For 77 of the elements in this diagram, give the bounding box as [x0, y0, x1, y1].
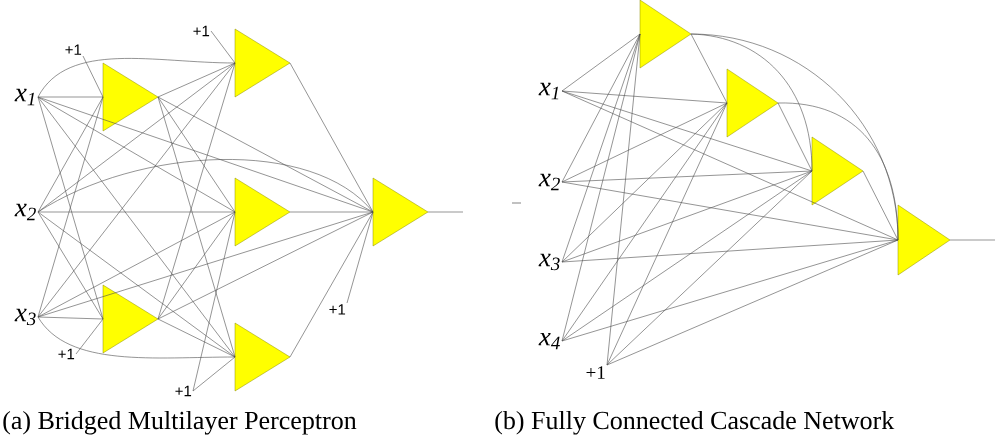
connection-line: [157, 96, 236, 213]
neuron-triangle: [726, 68, 779, 138]
bias-label: +1: [58, 348, 75, 360]
bias-label: +1: [175, 385, 192, 397]
connection-line: [561, 239, 899, 263]
connection-line: [157, 96, 374, 213]
connection-line: [606, 102, 728, 366]
connection-line: [75, 318, 104, 355]
input-label: x$_{3}$: [538, 253, 560, 271]
connection-line: [289, 62, 374, 213]
input-label: x$_{2}$: [14, 203, 36, 221]
connection-line: [157, 211, 374, 320]
connection-line: [37, 211, 104, 320]
connection-line: [192, 356, 236, 392]
connection-line: [37, 62, 236, 318]
connection-line: [289, 211, 374, 358]
connection-line: [192, 211, 236, 392]
connection-line: [157, 96, 236, 358]
connection-line: [561, 170, 813, 183]
connection-line: [37, 211, 236, 213]
connection-line: [561, 33, 641, 263]
bias-label: +1: [586, 366, 605, 379]
input-label: x$_{2}$: [538, 173, 560, 191]
bias-label: +1: [193, 25, 210, 37]
neuron-triangle: [372, 177, 429, 247]
connection-line: [561, 170, 813, 342]
connection-line: [561, 90, 728, 104]
connection-line: [561, 33, 641, 183]
connection-line: [37, 316, 104, 320]
neuron-triangle: [639, 0, 692, 69]
neuron-triangle: [234, 322, 291, 392]
caption: (a) Bridged Multilayer Perceptron: [3, 410, 357, 435]
connection-line: [561, 170, 813, 263]
bias-label: +1: [65, 44, 82, 55]
caption: (b) Fully Connected Cascade Network: [495, 410, 895, 435]
connection-line: [777, 102, 899, 241]
input-label: x$_{1}$: [14, 88, 35, 106]
output-line: [427, 211, 464, 213]
connection-line: [82, 55, 104, 98]
neuron-triangle: [234, 28, 291, 98]
connection-line: [561, 102, 728, 263]
connection-line: [37, 159, 374, 213]
input-label: x$_{4}$: [538, 332, 560, 350]
connection-line: [157, 211, 236, 320]
connection-line: [561, 102, 728, 342]
neuron-triangle: [102, 284, 159, 354]
neuron-triangle: [811, 136, 864, 206]
connection-line: [37, 211, 236, 318]
connection-line: [37, 58, 236, 98]
connection-line: [561, 90, 899, 241]
bias-label: +1: [329, 304, 346, 315]
neuron-triangle: [897, 204, 951, 276]
connection-line: [37, 96, 104, 98]
connection-line: [346, 211, 374, 304]
input-label: x$_{3}$: [14, 308, 36, 326]
connection-line: [561, 33, 641, 92]
connection-line: [561, 181, 899, 241]
input-label: x$_{1}$: [538, 82, 559, 100]
connection-line: [157, 62, 236, 320]
neuron-triangle: [102, 62, 159, 132]
connection-line: [210, 30, 236, 64]
connection-line: [606, 170, 813, 366]
connection-line: [37, 316, 236, 359]
neuron-triangle: [234, 177, 291, 247]
connection-line: [561, 102, 728, 183]
output-line: [949, 239, 996, 241]
connection-line: [690, 33, 728, 104]
connection-line: [37, 96, 104, 213]
connection-line: [777, 102, 813, 172]
connection-line: [606, 33, 641, 366]
connection-line: [157, 62, 236, 98]
connection-line: [157, 318, 236, 358]
connection-line: [37, 211, 236, 358]
connection-line: [289, 211, 374, 213]
connection-line: [37, 96, 236, 358]
connection-line: [606, 239, 899, 366]
connection-line: [862, 170, 899, 241]
